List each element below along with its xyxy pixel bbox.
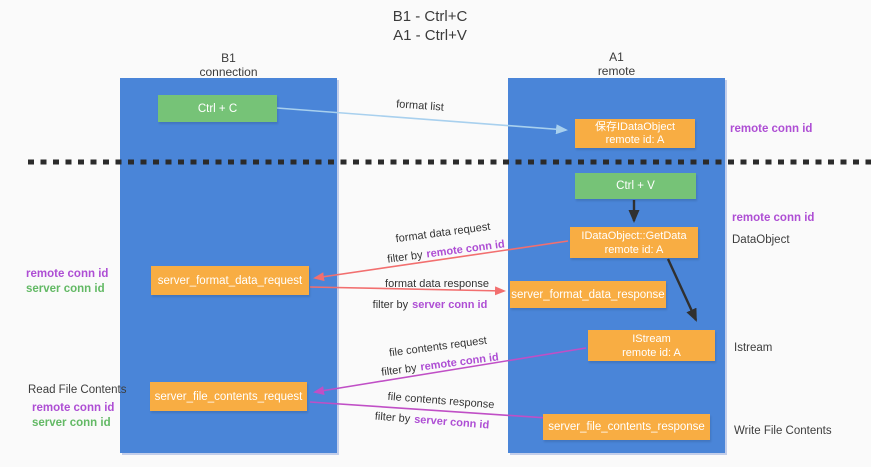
left-column-name: B1 — [221, 51, 236, 65]
server-format-data-request-box: server_format_data_request — [151, 266, 309, 295]
server-conn-id-left-bottom: server conn id — [32, 417, 111, 429]
right-column-role: remote — [597, 64, 636, 78]
remote-conn-id-text: remote conn id — [419, 351, 500, 374]
istream-line2: remote id: A — [622, 346, 681, 359]
title-line-1: B1 - Ctrl+C — [392, 8, 468, 25]
ctrl-v-box: Ctrl + V — [575, 173, 696, 199]
save-dataobject-line1: 保存IDataObject — [594, 120, 676, 133]
server-file-contents-request-box: server_file_contents_request — [150, 382, 307, 411]
getdata-line1: IDataObject::GetData — [581, 229, 687, 242]
server-format-data-response-label: server_format_data_response — [511, 288, 665, 301]
filter-by-text: filter by — [386, 249, 424, 266]
left-conn-ids-top: remote conn id server conn id — [26, 267, 108, 297]
left-conn-ids-bottom: remote conn id server conn id — [32, 401, 114, 431]
getdata-line2: remote id: A — [604, 243, 664, 256]
server-format-data-request-label: server_format_data_request — [157, 274, 303, 287]
remote-conn-id-right-top: remote conn id — [730, 123, 813, 135]
format-data-response-label: format data response — [385, 278, 489, 290]
left-column-role: connection — [199, 65, 258, 79]
right-column-name: A1 — [609, 50, 624, 64]
ctrl-c-box: Ctrl + C — [158, 95, 277, 122]
format-list-label: format list — [395, 98, 445, 114]
remote-conn-id-left-top: remote conn id — [26, 268, 109, 280]
diagram-title: B1 - Ctrl+C A1 - Ctrl+V — [0, 7, 860, 45]
filter-by-text: filter by — [380, 362, 418, 379]
right-column-header: A1 remote — [508, 50, 725, 78]
file-contents-response-label: file contents response — [387, 390, 495, 412]
remote-conn-id-text: remote conn id — [425, 238, 506, 261]
save-dataobject-line2: remote id: A — [605, 133, 665, 146]
server-conn-id-left-top: server conn id — [26, 283, 105, 295]
read-file-contents-label: Read File Contents — [28, 384, 127, 396]
server-file-contents-response-label: server_file_contents_response — [548, 421, 705, 433]
filter-by-text: filter by — [372, 299, 409, 311]
filter-by-text: filter by — [374, 410, 411, 426]
save-dataobject-box: 保存IDataObject remote id: A — [575, 119, 695, 148]
server-file-contents-request-label: server_file_contents_request — [154, 390, 303, 403]
istream-side-label: Istream — [734, 342, 773, 354]
remote-conn-id-left-bottom: remote conn id — [32, 402, 115, 414]
istream-line1: IStream — [632, 332, 671, 345]
left-column-header: B1 connection — [120, 51, 337, 79]
server-conn-id-text: server conn id — [413, 413, 490, 432]
server-format-data-response-box: server_format_data_response — [510, 281, 666, 308]
title-line-2: A1 - Ctrl+V — [393, 27, 467, 44]
write-file-contents-label: Write File Contents — [734, 425, 832, 437]
server-conn-id-text: server conn id — [412, 299, 488, 311]
ctrl-c-label: Ctrl + C — [197, 102, 238, 115]
ctrl-v-label: Ctrl + V — [616, 180, 655, 192]
getdata-box: IDataObject::GetData remote id: A — [570, 227, 698, 258]
server-file-contents-response-box: server_file_contents_response — [543, 414, 710, 440]
remote-conn-id-right-mid: remote conn id — [732, 212, 815, 224]
istream-box: IStream remote id: A — [588, 330, 715, 361]
dataobject-label: DataObject — [732, 234, 790, 246]
